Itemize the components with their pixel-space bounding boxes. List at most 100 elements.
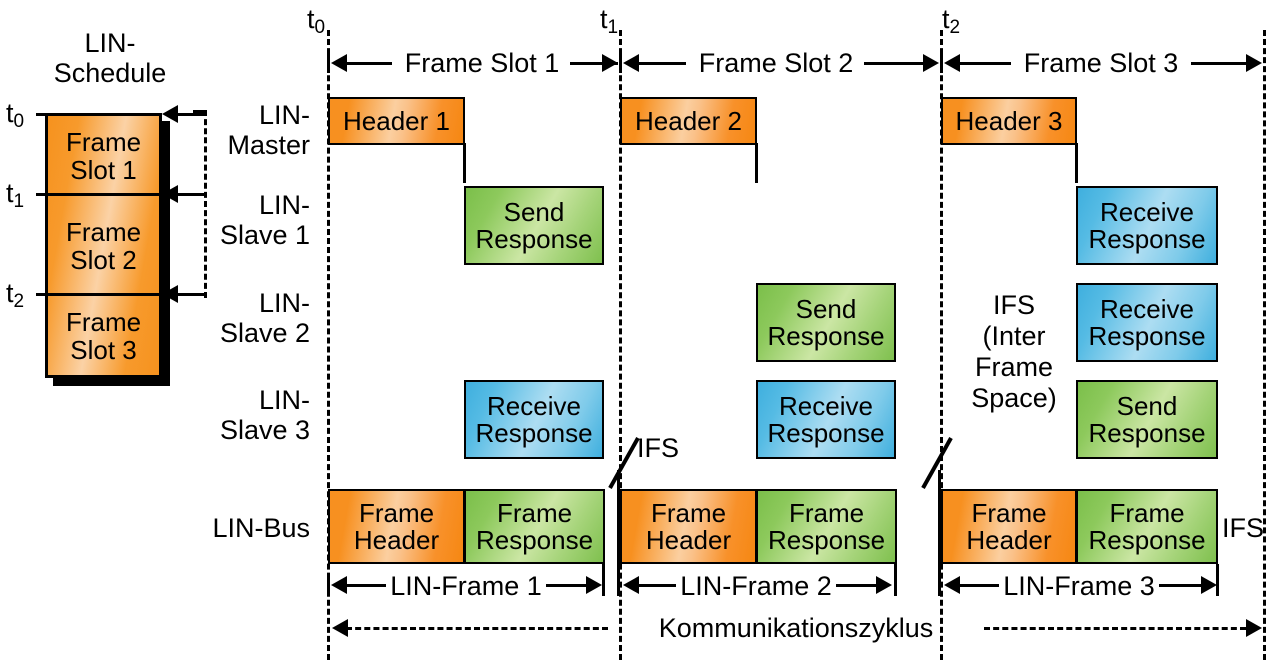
frameslot-2-arrow-left [623,54,639,72]
bus-frame-2-header[interactable]: Frame Header [620,489,757,564]
schedule-arrow-head-1 [162,185,178,203]
linframe-1-arrow-right [586,576,602,594]
bus-frame-1-response[interactable]: Frame Response [464,489,605,564]
schedule-bracket-vertical [204,110,207,298]
linframe-1-label: LIN-Frame 1 [390,571,542,601]
bus-frame-3-header-l1: Frame [971,497,1047,528]
row-label-slave1: LIN-Slave 1 [219,190,310,250]
slave1-receive-response-1-l2: Response [1088,223,1206,254]
linframe-3-line-right [1159,584,1203,587]
bus-frame-2-response-l1: Frame [788,497,865,528]
linframe-3-arrow-left [944,576,960,594]
schedule-box: Frame Slot 1 Frame Slot 2 Frame Slot 3 [45,113,162,378]
cycle-arrow-left [332,619,348,637]
schedule-slot-2-l2: Slot 2 [70,245,137,275]
schedule-time-t2: t2 [6,278,25,313]
bus-frame-1-header-l2: Header [353,524,440,555]
slave3-receive-response-2-l2: Response [767,417,885,448]
linframe-1-arrow-left [331,576,347,594]
linframe-2-label: LIN-Frame 2 [680,571,832,601]
bus-frame-2-end-tick [894,564,897,596]
bus-frame-2-header-l1: Frame [650,497,727,528]
master-header-2-label: Header 2 [635,105,742,136]
schedule-time-t0: t0 [6,98,25,133]
cycle-line-right [984,627,1246,630]
timeline-marker-t2: t2 [942,4,961,39]
master-header-3[interactable]: Header 3 [941,97,1077,145]
bus-frame-3-start-tick [938,470,941,596]
slave1-send-response-1-l1: Send [503,196,565,227]
cycle-arrow-right [1246,619,1262,637]
schedule-slot-3[interactable]: Frame Slot 3 [48,296,159,375]
schedule-slot-3-l1: Frame [65,306,142,337]
slave1-receive-response-1-l1: Receive [1100,196,1194,227]
row-label-slave3: LIN-Slave 3 [219,385,310,445]
schedule-tick-t2 [36,293,50,296]
schedule-tick-t0 [36,113,50,116]
timeline-marker-t0: t0 [307,4,326,39]
time-axis-t1 [619,30,622,660]
frameslot-2-tick-right [940,53,943,73]
ifs-short-label-1: IFS [637,433,680,463]
bus-frame-3-end-tick [1216,564,1219,596]
bus-frame-3-response[interactable]: Frame Response [1076,489,1218,564]
schedule-slot-3-l2: Slot 3 [70,334,137,365]
schedule-slot-1[interactable]: Frame Slot 1 [48,116,159,196]
frameslot-3-arrow-left [944,54,960,72]
schedule-divider-2 [48,293,159,296]
master-header-3-edge-tick [1075,143,1078,183]
slave3-receive-response-1-l1: Receive [487,390,581,421]
frameslot-2-line-left [634,62,686,65]
time-axis-t2 [940,30,943,660]
bus-frame-3-header[interactable]: Frame Header [941,489,1077,564]
slave2-send-response-1-l2: Response [767,320,885,351]
bus-frame-1-header[interactable]: Frame Header [328,489,465,564]
schedule-slot-2[interactable]: Frame Slot 2 [48,196,159,296]
slave3-receive-response-1-l2: Response [475,417,593,448]
frameslot-3-line-right [1191,62,1247,65]
slave2-receive-response-1-l1: Receive [1100,293,1194,324]
schedule-arrow-line-0 [170,113,204,116]
frameslot-1-tick-left [327,53,330,73]
linframe-2-arrow-right [876,576,892,594]
ifs-leader-line-1 [608,437,640,489]
schedule-slot-2-l1: Frame [65,217,142,247]
ifs-leader-line-expanded [921,437,953,489]
master-header-2[interactable]: Header 2 [620,97,757,145]
slave1-receive-response-1[interactable]: Receive Response [1076,186,1218,265]
slave2-receive-response-1-l2: Response [1088,320,1206,351]
slave2-send-response-1[interactable]: Send Response [756,283,896,362]
linframe-2-line-right [836,584,878,587]
bus-frame-1-response-l2: Response [475,524,594,555]
linframe-1-line-right [546,584,588,587]
linframe-3-line-left [955,584,999,587]
slave2-receive-response-1[interactable]: Receive Response [1076,283,1218,362]
linframe-3-label: LIN-Frame 3 [1003,571,1155,601]
schedule-bracket-top-tick [193,110,207,113]
bus-frame-2-response[interactable]: Frame Response [756,489,897,564]
ifs-short-label-2: IFS [1222,513,1265,543]
row-label-bus: LIN-Bus [212,513,310,543]
cycle-line-left [346,627,608,630]
schedule-divider-1 [48,193,159,196]
schedule-arrow-head-0 [162,105,178,123]
schedule-title: LIN-Schedule [53,28,167,88]
slave3-receive-response-1[interactable]: Receive Response [464,380,604,459]
slave3-send-response-1[interactable]: Send Response [1076,380,1218,459]
time-axis-t0 [327,30,330,660]
row-label-master: LIN-Master [227,100,310,160]
master-header-1[interactable]: Header 1 [328,97,465,145]
slave3-send-response-1-l2: Response [1088,417,1206,448]
frameslot-3-label: Frame Slot 3 [1023,48,1179,78]
slave2-send-response-1-l1: Send [795,293,857,324]
linframe-2-arrow-left [623,576,639,594]
schedule-time-t1: t1 [6,178,25,213]
frameslot-1-line-left [342,62,392,65]
schedule-tick-t1 [36,193,50,196]
bus-frame-3-header-l2: Header [966,524,1052,555]
slave1-send-response-1[interactable]: Send Response [464,186,604,265]
schedule-slot-1-l2: Slot 1 [70,155,137,185]
slave3-receive-response-2[interactable]: Receive Response [756,380,896,459]
